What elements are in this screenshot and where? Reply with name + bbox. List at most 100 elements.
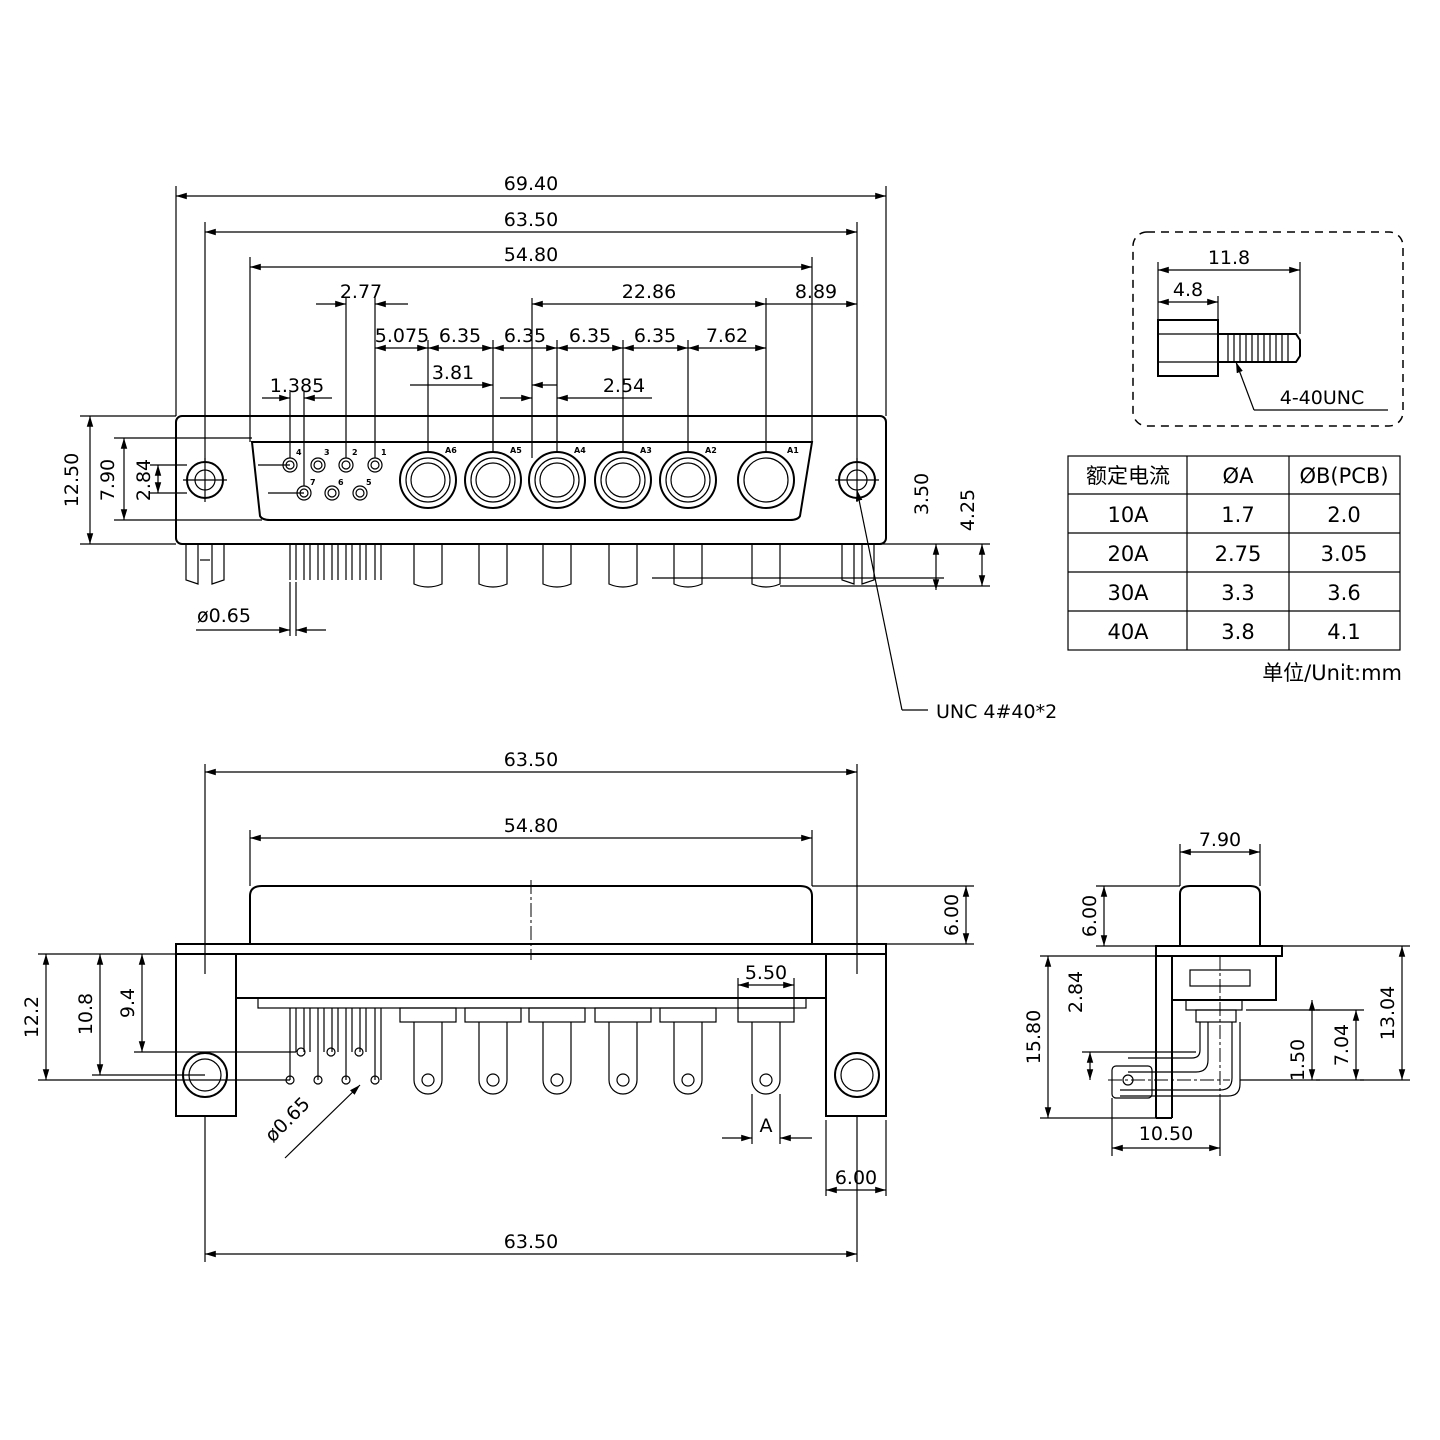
table-cell: 4.1 — [1327, 620, 1360, 644]
front-dim-63-50-top: 63.50 — [504, 749, 558, 771]
table-cell: 2.0 — [1327, 503, 1360, 527]
dim-22-86: 22.86 — [622, 281, 676, 303]
top-dimensions — [80, 186, 990, 711]
front-hole-label: A — [760, 1115, 773, 1137]
side-dim-6-00: 6.00 — [1079, 895, 1101, 937]
pin-label-A4: A4 — [574, 446, 586, 455]
front-right-hole — [834, 1052, 880, 1098]
pin-label-A3: A3 — [640, 446, 652, 455]
front-dim-6-00: 6.00 — [941, 894, 963, 936]
front-view: 63.50 54.80 6.00 5.50 12.2 10.8 9.4 ø0.6… — [21, 749, 974, 1262]
screw-thread: 4-40UNC — [1280, 387, 1365, 409]
side-dimensions — [1040, 844, 1410, 1156]
pin-label-A6: A6 — [445, 446, 457, 455]
front-left-bracket — [175, 953, 237, 1117]
dim-7-62: 7.62 — [706, 325, 748, 347]
table-cell: 30A — [1107, 581, 1149, 605]
side-power-pin-2 — [1120, 1022, 1241, 1097]
front-dim-5-50: 5.50 — [745, 962, 787, 984]
table-cell: 3.6 — [1327, 581, 1360, 605]
front-dimensions — [38, 764, 974, 1262]
pin-label-A5: A5 — [510, 446, 522, 455]
table-cell: 10A — [1107, 503, 1149, 527]
dim-12-50: 12.50 — [61, 453, 83, 507]
side-dim-15-80: 15.80 — [1023, 1010, 1045, 1064]
pin-label-A1: A1 — [787, 446, 799, 455]
pin-label-1: 1 — [381, 448, 387, 457]
dim-5-075: 5.075 — [375, 325, 429, 347]
threaded-stud — [1218, 333, 1301, 363]
front-signal-pins — [285, 1008, 382, 1085]
screw-note: UNC 4#40*2 — [936, 701, 1057, 723]
side-flange — [1155, 945, 1283, 957]
pin-label-2: 2 — [352, 448, 358, 457]
dim-6-35-b: 6.35 — [504, 325, 546, 347]
dim-3-81: 3.81 — [432, 362, 474, 384]
front-right-bracket — [825, 953, 887, 1117]
screw-length: 11.8 — [1208, 247, 1250, 269]
table-header-a: ØA — [1223, 464, 1255, 488]
side-dim-2-84: 2.84 — [1065, 971, 1087, 1013]
dim-1-385: 1.385 — [270, 375, 324, 397]
side-shell — [1179, 885, 1261, 946]
pin-label-7: 7 — [310, 478, 316, 487]
front-dim-pin-dia: ø0.65 — [261, 1093, 315, 1147]
dim-3-50: 3.50 — [911, 473, 933, 515]
side-screw — [1111, 1065, 1153, 1099]
top-pcb-pins — [185, 544, 875, 588]
dim-2-84: 2.84 — [133, 459, 155, 501]
table-header-current: 额定电流 — [1086, 464, 1170, 488]
front-dim-12-2: 12.2 — [21, 996, 43, 1038]
table-header-b: ØB(PCB) — [1299, 464, 1388, 488]
dim-2-54: 2.54 — [603, 375, 645, 397]
dim-8-89: 8.89 — [795, 281, 837, 303]
pin-label-3: 3 — [324, 448, 330, 457]
table-cell: 3.8 — [1221, 620, 1254, 644]
dim-6-35-d: 6.35 — [634, 325, 676, 347]
front-dim-54-80: 54.80 — [504, 815, 558, 837]
dim-6-35-a: 6.35 — [439, 325, 481, 347]
side-dim-13-04: 13.04 — [1377, 986, 1399, 1040]
table-cell: 40A — [1107, 620, 1149, 644]
table-cell: 3.3 — [1221, 581, 1254, 605]
hex-standoff — [1157, 319, 1219, 377]
dim-7-90: 7.90 — [97, 459, 119, 501]
pin-label-6: 6 — [338, 478, 344, 487]
side-signal-pin-2 — [1128, 1022, 1201, 1059]
screw-head: 4.8 — [1173, 279, 1203, 301]
top-left-screw-hole — [183, 458, 227, 502]
unit-label: 单位/Unit:mm — [1262, 661, 1402, 685]
screw-detail: 11.8 4.8 4-40UNC — [1132, 231, 1404, 427]
front-power-pins — [399, 1007, 795, 1095]
side-dim-1-50: 1.50 — [1287, 1039, 1309, 1081]
front-dim-10-8: 10.8 — [75, 993, 97, 1035]
table-cell: 2.75 — [1215, 542, 1262, 566]
side-signal-pin-1 — [1128, 1022, 1209, 1073]
dim-4-25: 4.25 — [957, 489, 979, 531]
current-table: 额定电流 ØA ØB(PCB) 10A 1.7 2.0 20A 2.75 3.0… — [1067, 455, 1402, 685]
table-cell: 20A — [1107, 542, 1149, 566]
dim-2-77: 2.77 — [340, 281, 382, 303]
dim-54-80: 54.80 — [504, 244, 558, 266]
power-contacts — [399, 451, 795, 509]
pin-label-5: 5 — [366, 478, 372, 487]
pin-label-A2: A2 — [705, 446, 717, 455]
side-body — [1171, 955, 1277, 1001]
side-dim-7-04: 7.04 — [1331, 1024, 1353, 1066]
dim-69-40: 69.40 — [504, 173, 558, 195]
pin-label-4: 4 — [296, 448, 302, 457]
top-view: 4 3 2 1 7 6 5 A6 A5 A4 A3 A2 A1 — [61, 173, 1057, 723]
table-cell: 3.05 — [1321, 542, 1368, 566]
side-dim-7-90: 7.90 — [1199, 829, 1241, 851]
front-dim-9-4: 9.4 — [117, 988, 139, 1018]
signal-pins — [258, 457, 383, 501]
dim-6-35-c: 6.35 — [569, 325, 611, 347]
top-right-screw-hole — [835, 458, 879, 502]
front-dim-63-50-bottom: 63.50 — [504, 1231, 558, 1253]
top-d-shell — [250, 441, 814, 521]
table-cell: 1.7 — [1221, 503, 1254, 527]
dim-63-50: 63.50 — [504, 209, 558, 231]
top-flange — [175, 415, 887, 545]
side-dim-10-50: 10.50 — [1139, 1123, 1193, 1145]
